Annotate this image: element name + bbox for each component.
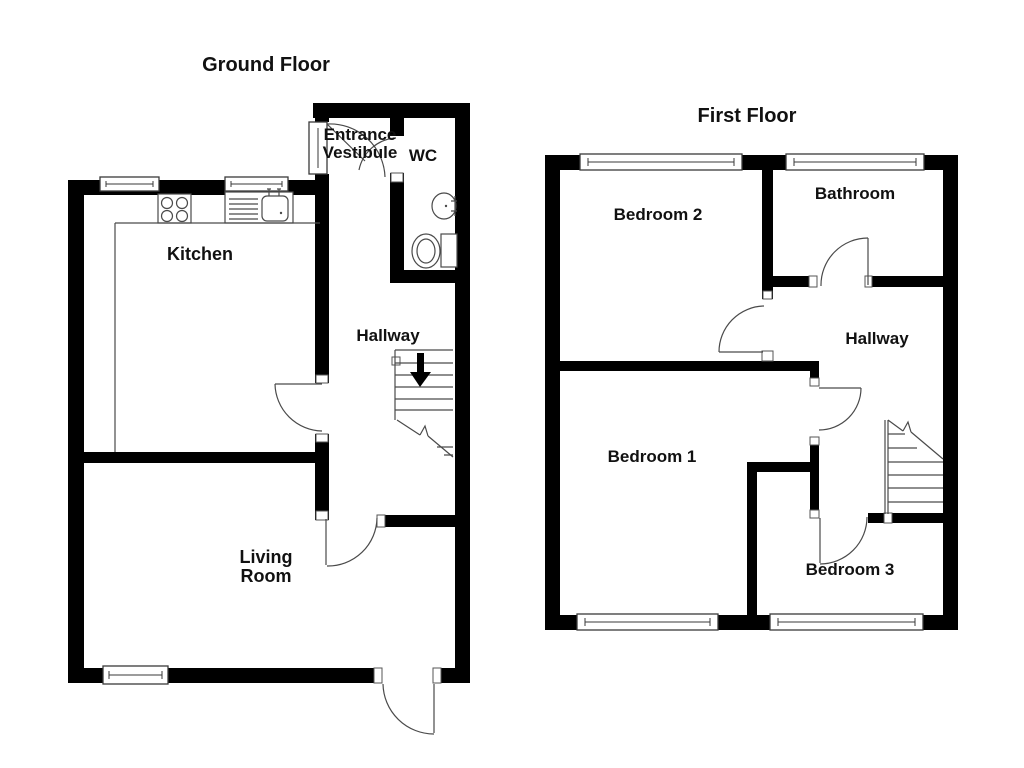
bedroom2-window (579, 153, 743, 171)
bedroom3-window (769, 613, 924, 631)
kitchen-door-swing (274, 383, 323, 432)
entrance-door-frame (308, 121, 328, 175)
room-label-bedroom-2: Bedroom 2 (613, 205, 703, 224)
first-floor-walls (545, 155, 958, 630)
stairs-down-arrow-icon (410, 353, 431, 387)
kitchen-counter-outline (114, 222, 320, 452)
bedroom1-door-swing (818, 387, 862, 431)
bedroom2-door-swing (718, 305, 765, 353)
kitchen-window-right (224, 176, 289, 192)
room-label-entrance-vestibule: Entrance Vestibule (322, 125, 398, 162)
room-label-kitchen: Kitchen (166, 244, 233, 264)
first-floor-stairs (884, 419, 944, 514)
room-label-bathroom: Bathroom (814, 184, 896, 203)
bathroom-door-swing (820, 237, 869, 287)
room-label-bedroom-3: Bedroom 3 (805, 560, 895, 579)
first-floor-title: First Floor (697, 105, 797, 127)
wc-door-swing (358, 137, 397, 171)
first-floor-door-jambs (761, 275, 893, 524)
wc-toilet-icon (411, 233, 458, 269)
bedroom3-door-swing (819, 516, 868, 565)
room-label-bedroom-1: Bedroom 1 (607, 447, 697, 466)
bedroom1-window (576, 613, 719, 631)
ground-floor-title: Ground Floor (202, 54, 330, 76)
room-label-living-room: Living Room (239, 547, 293, 586)
room-label-hallway-ground: Hallway (356, 326, 420, 345)
back-door-swing (382, 683, 435, 735)
ground-floor-plan (68, 103, 470, 735)
room-label-wc: WC (408, 146, 438, 165)
living-room-door-swing (325, 517, 378, 567)
first-floor-plan (545, 153, 958, 631)
ground-floor-door-jambs (315, 172, 442, 684)
bathroom-window (785, 153, 925, 171)
kitchen-sink-icon (224, 188, 294, 224)
hob-icon (157, 193, 192, 224)
entrance-door-swing (326, 123, 386, 178)
room-label-hallway-first: Hallway (845, 329, 909, 348)
wc-basin-icon (431, 192, 457, 220)
kitchen-window-left (99, 176, 160, 192)
living-room-window (102, 665, 169, 685)
